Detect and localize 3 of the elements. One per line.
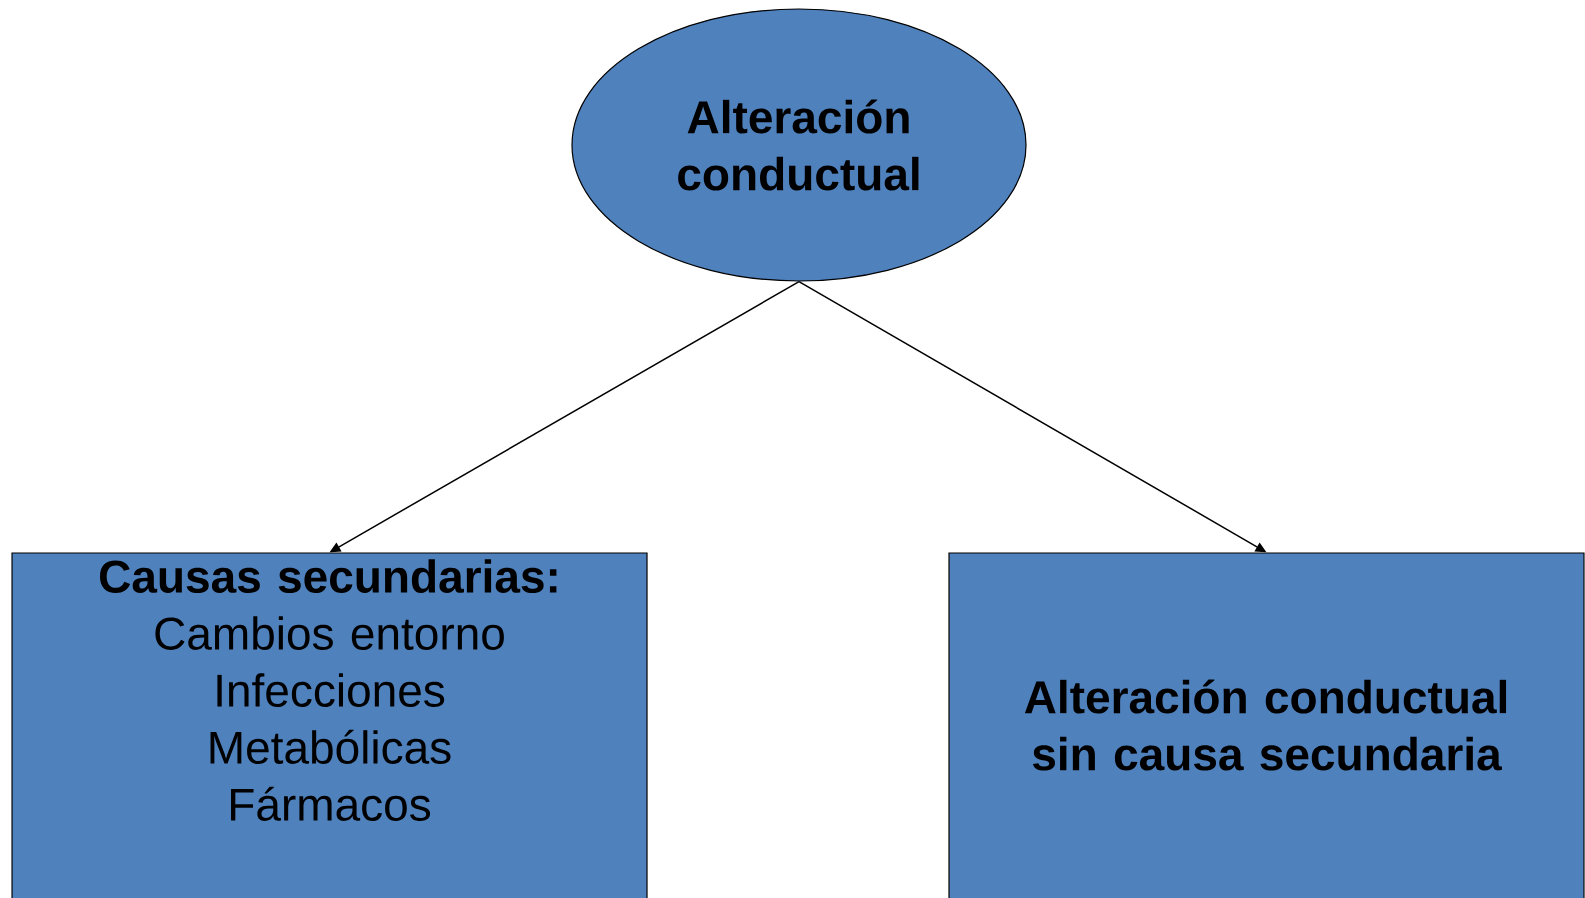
process-box: Causas secundarias: Cambios entorno Infecciones Metabólicas Fármacos — [11, 552, 648, 898]
process-box: Alteración conductual sin causa secundaria — [948, 552, 1585, 898]
ellipse-node: Alteración conductual — [571, 8, 1027, 282]
